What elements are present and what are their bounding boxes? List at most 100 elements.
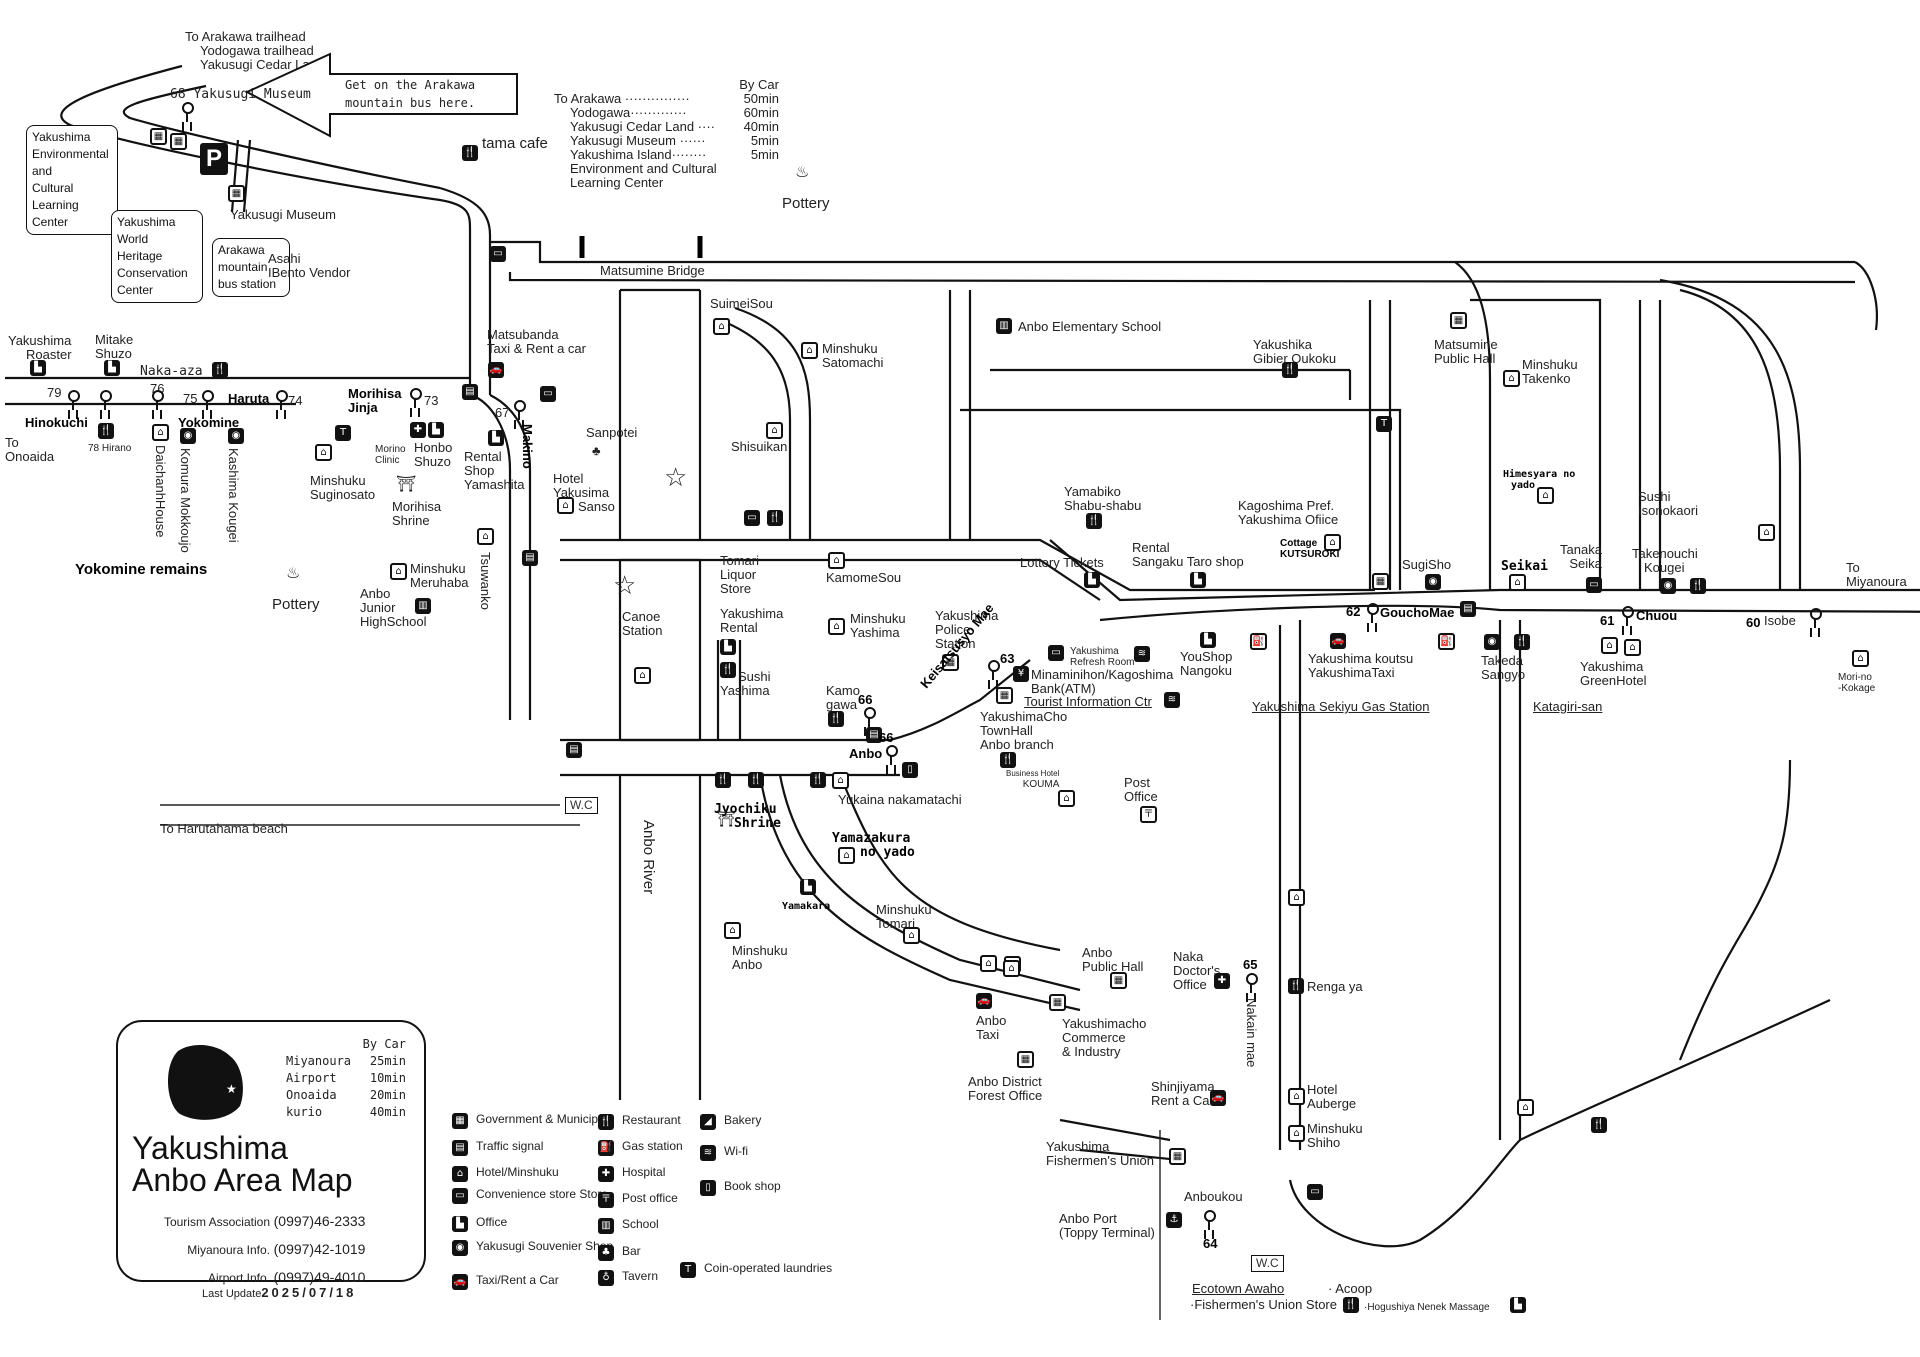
anbo-river-label: Anbo River [640,820,657,895]
by-car-row: Yakusugi Museum ······5min [570,133,779,148]
port-icon: ⚓ [1166,1212,1182,1228]
tama-cafe-label: tama cafe [482,135,548,152]
bus-stop-icon[interactable] [274,390,288,412]
bus-stop-icon[interactable] [98,390,112,412]
daichanh-label: DaichanhHouse [153,445,168,538]
bus-stop-icon[interactable] [862,707,876,729]
svg-text:★: ★ [226,1082,237,1096]
bus-stop-icon[interactable] [180,102,194,124]
pottery-label: Pottery [782,195,830,212]
restaurant-icon: 🍴 [1288,978,1304,994]
bus-stop-icon[interactable] [200,390,214,412]
anbo-elementary-label: Anbo Elementary School [1018,319,1162,334]
office-icon: ▙ [1200,632,1216,648]
souvenir-icon: ◉ [1484,634,1500,650]
suimeisou-label: SuimeiSou [710,296,773,311]
bus-stop-icon[interactable] [408,388,422,410]
hotel-icon: ⌂ [1324,534,1341,551]
office-icon: ▙ [1084,572,1100,588]
bus-stop-icon[interactable] [986,660,1000,682]
government-icon: ▦ [942,654,959,671]
contact-row: Tourism Association (0997)46-2333 [163,1213,366,1229]
kagoshima-office-label: Kagoshima Pref.Yakushima Ofiice [1238,498,1339,527]
bus-stop-isobe: Isobe [1764,613,1796,628]
hotel-icon: ⌂ [477,528,494,545]
hotel-icon: ⌂ [828,618,845,635]
convenience-store-icon: ▭ [452,1188,468,1204]
post-office-icon: 〒 [598,1192,614,1208]
to-harutahama-label: To Harutahama beach [160,821,288,836]
bus-stop-number: 61 [1600,613,1615,628]
gas-station-icon: ⛽ [1250,633,1267,650]
traffic-signal-icon: ▤ [462,384,478,400]
government-icon: ▦ [452,1113,468,1129]
restaurant-icon: 🍴 [598,1114,614,1130]
bus-stop-number: 73 [424,393,439,408]
hotel-icon: ⌂ [1537,487,1554,504]
hotel-icon: ⌂ [713,318,730,335]
hotel-icon: ⌂ [832,772,849,789]
legend-label: Hospital [622,1165,666,1179]
bus-stop-icon[interactable] [150,390,164,412]
pottery-icon: ♨ [795,164,810,181]
bus-stop-makino: Makino [520,424,535,469]
direction-line: To Arakawa trailhead [185,29,306,44]
hotel-icon: ⌂ [1503,370,1520,387]
bus-stop-icon[interactable] [1808,608,1822,630]
trailhead-direction: To Arakawa trailhead Yodogawa trailhead … [185,30,324,72]
hotel-icon: ⌂ [315,444,332,461]
bus-callout: Get on the Arakawa mountain bus here. [245,52,520,138]
tourist-info-label: Tourist Information Ctr [1024,694,1152,709]
legend-label: Traffic signal [476,1139,544,1153]
hotel-icon: ⌂ [1288,1125,1305,1142]
traffic-signal-icon: ▤ [866,727,882,743]
wc-label: W.C [565,797,598,814]
bus-stop-label-68: 68 Yakusugi Museum [170,87,311,102]
by-car-row: To Arakawa ···············50min [554,91,779,106]
legend-label: Office [476,1215,508,1229]
traffic-signal-icon: ▤ [566,742,582,758]
convenience-store-icon: ▭ [1307,1184,1323,1200]
bus-stop-icon[interactable] [1244,973,1258,995]
office-icon: ▙ [452,1216,468,1232]
morinokokage-label: Mori-no-Kokage [1838,672,1876,694]
direction-line: Yakusugi Cedar Land [200,57,325,72]
shrine-icon: ⛩ [716,811,737,828]
bus-stop-icon[interactable] [512,400,526,422]
bus-stop-icon[interactable] [1202,1210,1216,1232]
katagiri-label: Katagiri-san [1533,699,1603,714]
bus-stop-icon[interactable] [884,745,898,767]
convenience-store-icon: ▭ [490,246,506,262]
restaurant-icon: 🍴 [1086,513,1102,529]
callout-line2: mountain bus here. [345,96,476,110]
tavern-icon: ♁ [598,1270,614,1286]
rengaya-label: Renga ya [1307,979,1363,994]
legend-label: Convenience store Store [476,1187,609,1201]
bus-stop-number: 79 [47,385,62,400]
legend-label: Taxi/Rent a Car [476,1273,559,1287]
bus-stop-number: 66 [858,692,873,707]
office-icon: ▙ [488,430,504,446]
bus-stop-yokomine: Yokomine [178,415,240,430]
restaurant-icon: 🍴 [720,662,736,678]
government-icon: ▦ [1169,1148,1186,1165]
bus-stop-icon[interactable] [1365,603,1379,625]
by-car-north-table: By Car To Arakawa ···············50min Y… [554,77,779,190]
kashima-label: Kashima Kougei [226,448,241,543]
bus-stop-number: 62 [1346,604,1361,619]
bus-stop-icon[interactable] [66,390,80,412]
bus-stop-icon[interactable] [1620,606,1634,628]
gas-station-icon: ⛽ [1438,633,1455,650]
